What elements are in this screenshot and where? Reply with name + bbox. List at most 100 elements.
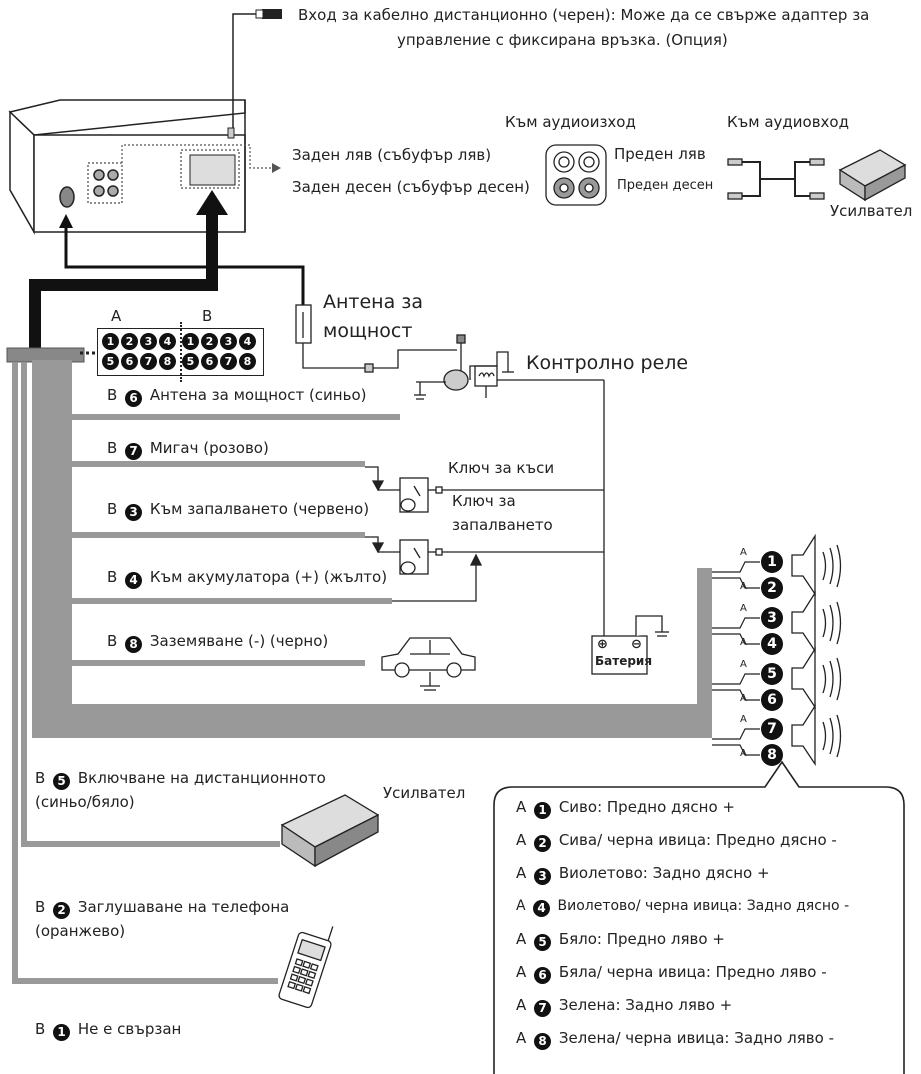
legend-prefix: A <box>516 831 527 849</box>
ignition-switch-line2: запалването <box>452 516 553 534</box>
speaker-wire-letter: A <box>740 581 747 592</box>
connector-pin: 2 <box>201 333 218 350</box>
legend-text: Бяло: Предно ляво + <box>558 930 725 948</box>
speaker-wire-letter: A <box>740 547 747 558</box>
car-icon <box>381 637 476 691</box>
speaker-wire-number: 8 <box>761 744 783 766</box>
to-audio-in-label: Към аудиовход <box>727 113 849 131</box>
legend-text: Зелена: Задно ляво + <box>558 996 733 1014</box>
harness-arrows <box>29 190 305 350</box>
connector-pin: 3 <box>220 333 237 350</box>
short-key-label: Ключ за къси <box>448 459 555 477</box>
amplifier2-label: Усилвател <box>383 784 466 802</box>
front-left-label: Преден ляв <box>614 145 706 163</box>
wire-prefix: B <box>107 632 118 650</box>
control-relay <box>469 351 605 628</box>
antenna-label-line1: Антена за <box>323 291 424 313</box>
legend-row-2: A 2 Сива/ черна ивица: Предно дясно - <box>516 830 837 852</box>
wire-number: 3 <box>125 504 143 521</box>
rear-left-label: Заден ляв (събуфър ляв) <box>292 146 492 164</box>
wire-label-b1: B 1 Не е свързан <box>35 1019 181 1041</box>
speaker-wire-number: 3 <box>761 607 783 629</box>
wire-label-b5: B 5 Включване на дистанционното <box>35 768 326 790</box>
legend-row-6: A 6 Бяла/ черна ивица: Предно ляво - <box>516 962 827 984</box>
connector-pin: 5 <box>182 353 199 370</box>
legend-prefix: A <box>516 1029 527 1047</box>
speaker-wire-letter: A <box>740 603 747 614</box>
speakers <box>791 533 842 767</box>
speaker-wire-number: 5 <box>761 663 783 685</box>
connector-pin: 1 <box>102 333 119 350</box>
amplifier-icon <box>280 794 380 868</box>
wire-label-b4: B 4 Към акумулатора (+) (жълто) <box>107 567 387 589</box>
antenna-label-line2: мощност <box>323 320 413 342</box>
legend-number: 3 <box>534 868 552 885</box>
speaker-wire-number: 2 <box>761 577 783 599</box>
wire-label-b5-sub: (синьо/бяло) <box>35 793 135 811</box>
wire-label-b2-sub: (оранжево) <box>35 922 126 940</box>
wire-prefix: B <box>107 386 118 404</box>
legend-text: Бяла/ черна ивица: Предно ляво - <box>558 963 827 981</box>
legend-text: Виолетово/ черна ивица: Задно дясно - <box>557 898 850 914</box>
legend-prefix: A <box>516 996 527 1014</box>
speaker-wire-number: 1 <box>761 551 783 573</box>
legend-number: 5 <box>534 934 552 951</box>
connector-pin: 6 <box>121 353 138 370</box>
speaker-wire-number: 7 <box>761 718 783 740</box>
legend-prefix: A <box>516 963 527 981</box>
legend-prefix: A <box>516 864 527 882</box>
legend-prefix: A <box>516 798 527 816</box>
speaker-wires <box>712 561 760 756</box>
wire-label-b2: B 2 Заглушаване на телефона <box>35 897 289 919</box>
connector-pin: 2 <box>121 333 138 350</box>
legend-callout-border <box>493 760 905 1074</box>
speaker-wire-letter: A <box>740 748 747 759</box>
legend-row-4: A 4 Виолетово/ черна ивица: Задно дясно … <box>516 896 849 917</box>
wire-label-b6: B 6 Антена за мощност (синьо) <box>107 385 366 407</box>
legend-text: Виолетово: Задно дясно + <box>558 864 770 882</box>
connector-pin: 7 <box>220 353 237 370</box>
switch-wiring <box>365 466 604 602</box>
connector-group-b: B <box>202 307 213 325</box>
phone-icon <box>278 926 334 1009</box>
wire-number: 6 <box>125 390 143 407</box>
wire-label-b8: B 8 Заземяване (-) (черно) <box>107 631 328 653</box>
battery-plus: ⊕ <box>597 637 608 652</box>
connector-pin: 3 <box>140 333 157 350</box>
wire-number: 7 <box>125 443 143 460</box>
connector-pin: 7 <box>140 353 157 370</box>
wire-text: Към акумулатора (+) (жълто) <box>149 568 388 586</box>
relay-label: Контролно реле <box>526 352 689 374</box>
wire-number: 5 <box>53 773 71 790</box>
legend-row-1: A 1 Сиво: Предно дясно + <box>516 797 735 819</box>
speaker-wire-letter: A <box>740 637 747 648</box>
legend-text: Зелена/ черна ивица: Задно ляво - <box>558 1029 834 1047</box>
amplifier-label: Усилвател <box>830 202 913 220</box>
wire-text: Към запалването (червено) <box>149 500 370 518</box>
rca-cables <box>727 149 907 202</box>
wire-label-b3: B 3 Към запалването (червено) <box>107 499 369 521</box>
antenna-plug <box>295 304 469 400</box>
legend-row-7: A 7 Зелена: Задно ляво + <box>516 995 732 1017</box>
wire-text: Мигач (розово) <box>149 439 269 457</box>
legend-number: 1 <box>534 802 552 819</box>
ignition-switch-line1: Ключ за <box>452 492 516 510</box>
connector-pin: 4 <box>159 333 176 350</box>
head-unit <box>8 99 246 235</box>
rca-jacks <box>545 144 607 206</box>
battery-label: Батерия <box>595 654 653 668</box>
legend-number: 8 <box>534 1033 552 1050</box>
speaker-wire-letter: A <box>740 693 747 704</box>
remote-input-cable <box>232 9 282 128</box>
to-audio-out-label: Към аудиоизход <box>505 113 636 131</box>
wire-prefix: B <box>107 568 118 586</box>
legend-text: Сиво: Предно дясно + <box>558 798 736 816</box>
legend-prefix: A <box>516 898 526 914</box>
wire-bundle <box>6 347 712 984</box>
battery-minus: ⊖ <box>631 637 642 652</box>
legend-prefix: A <box>516 930 527 948</box>
wire-prefix: B <box>107 500 118 518</box>
wire-text: Заземяване (-) (черно) <box>149 632 329 650</box>
legend-row-8: A 8 Зелена/ черна ивица: Задно ляво - <box>516 1028 834 1050</box>
